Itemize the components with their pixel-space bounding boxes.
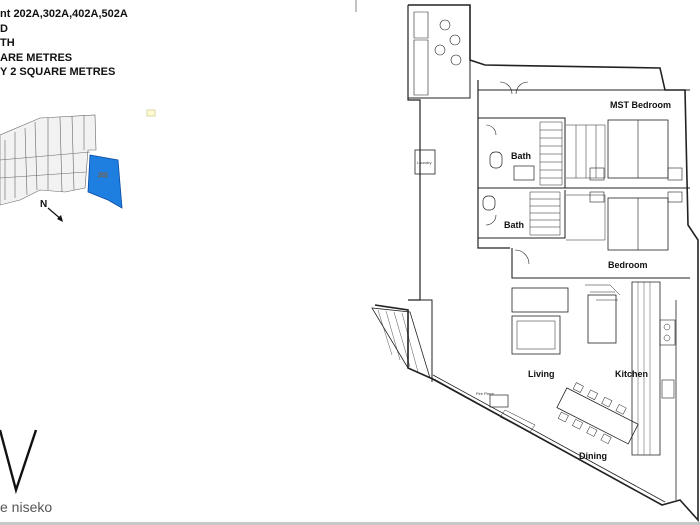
door-swing-3 [485, 124, 497, 136]
living-label: Living [528, 369, 555, 379]
unit-number-line: nt 202A,302A,402A,502A [0, 8, 128, 20]
key-plan-corridor [0, 151, 91, 179]
outer-wall [374, 4, 699, 523]
bedroom-closet [566, 194, 606, 241]
north-label: N [40, 199, 47, 210]
bath-1-stair-shower [539, 121, 563, 186]
terrace-planters [413, 11, 429, 96]
key-plan-unit-label: 202 [98, 173, 109, 179]
fireplace [489, 394, 509, 408]
glazing-edge [429, 374, 666, 506]
coffee-table [511, 315, 561, 355]
key-plan: 202 [0, 114, 123, 209]
cooktop [659, 319, 676, 346]
bottom-bar [0, 522, 700, 525]
door-swing-1 [499, 81, 513, 95]
laundry-label: Laundry [417, 160, 431, 165]
rug [516, 320, 556, 350]
door-swing-2 [515, 81, 529, 95]
bath-2-shower [529, 191, 561, 236]
bath-1-toilet [489, 151, 503, 169]
terrace-chair-1 [439, 19, 451, 31]
burner-2 [663, 334, 671, 342]
laundry-box [414, 149, 436, 175]
brand-v-mark [0, 429, 38, 495]
armchair [587, 294, 617, 344]
dining-label: Dining [579, 451, 607, 461]
north-arrow: N [40, 199, 63, 222]
area-line: ARE METRES [0, 51, 73, 64]
dining-table [556, 387, 639, 445]
terrace-chair-4 [450, 54, 462, 66]
display-shelf [585, 284, 621, 301]
mst-nightstand-right [667, 167, 683, 181]
burner-1 [663, 323, 671, 331]
door-swing-4 [485, 214, 497, 226]
dining-set [556, 382, 639, 445]
terrace-chair-3 [434, 44, 446, 56]
bath-count-line: TH [0, 37, 15, 49]
bedroom-nightstand-right [667, 191, 683, 203]
kitchen-sink [661, 379, 675, 399]
bath-2-wall [478, 190, 566, 239]
bath-1-wall [478, 117, 566, 188]
balcony-area-line: Y 2 SQUARE METRES [0, 66, 116, 78]
corridor-wall [477, 80, 510, 249]
bath-1-label: Bath [511, 151, 531, 161]
terrace-outline [408, 4, 471, 99]
mst-nightstand-left [589, 167, 605, 181]
door-swing-5 [514, 249, 530, 265]
fireplace-label: Fire Place [476, 391, 495, 396]
mst-bedroom-label: MST Bedroom [610, 100, 671, 110]
marker-square [146, 109, 156, 117]
bedroom-nightstand-left [589, 191, 605, 203]
unit-info-block: nt 202A,302A,402A,502A D TH ARE METRES Y… [0, 7, 128, 80]
kitchen-label: Kitchen [615, 369, 648, 379]
living-top-wall [511, 248, 690, 279]
terrace-chair-2 [449, 34, 461, 46]
bedroom-label: Bedroom [608, 260, 648, 270]
kitchen-island-lines [637, 282, 651, 455]
bath-2-label: Bath [504, 220, 524, 230]
apartment-plan: Laundry [371, 4, 699, 523]
north-arrow-head [57, 215, 63, 222]
hearth-bench [499, 409, 536, 433]
bedroom-count-line: D [0, 22, 8, 35]
entry-wall [410, 299, 433, 382]
brand-text: e niseko [0, 499, 52, 515]
sofa [511, 287, 569, 313]
highlighted-unit [87, 154, 123, 209]
balcony-hatch [377, 309, 419, 373]
bath-1-basin [513, 165, 535, 181]
bath-2-toilet [482, 195, 496, 211]
brand-logo: e niseko [0, 429, 52, 515]
kitchen-island [631, 281, 661, 456]
mst-closet [566, 124, 606, 179]
